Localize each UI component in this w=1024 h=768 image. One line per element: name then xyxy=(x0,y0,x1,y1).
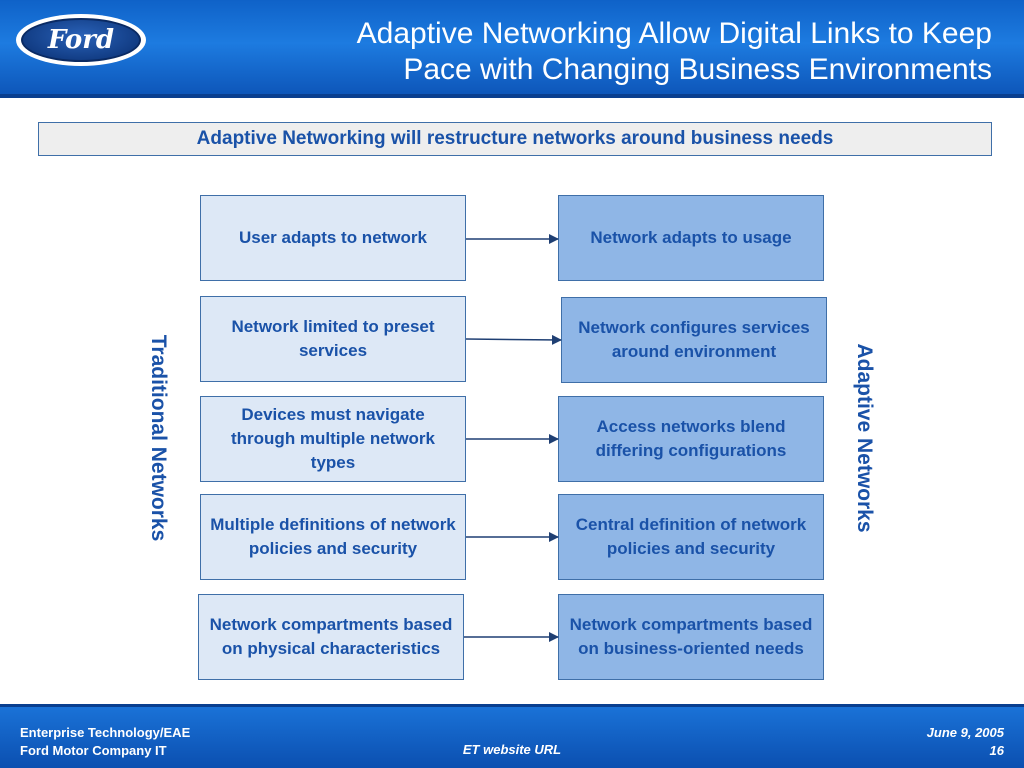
adaptive-box-2: Network configures services around envir… xyxy=(561,297,827,383)
traditional-box-2: Network limited to preset services xyxy=(200,296,466,382)
traditional-box-4: Multiple definitions of network policies… xyxy=(200,494,466,580)
footer-website-url[interactable]: ET website URL xyxy=(462,742,562,757)
subtitle-banner: Adaptive Networking will restructure net… xyxy=(38,122,992,156)
traditional-box-5: Network compartments based on physical c… xyxy=(198,594,464,680)
ford-logo: Ford xyxy=(16,14,146,66)
footer-org-line-2: Ford Motor Company IT xyxy=(20,743,167,758)
traditional-box-1: User adapts to network xyxy=(200,195,466,281)
footer-date: June 9, 2005 xyxy=(926,725,1004,740)
title-line-1: Adaptive Networking Allow Digital Links … xyxy=(356,17,992,50)
footer-date-page: June 9, 2005 16 xyxy=(927,724,1004,760)
slide-title: Adaptive Networking Allow Digital Links … xyxy=(232,16,992,88)
adaptive-box-3: Access networks blend differing configur… xyxy=(558,396,824,482)
footer-org: Enterprise Technology/EAE Ford Motor Com… xyxy=(20,724,190,760)
footer-org-line-1: Enterprise Technology/EAE xyxy=(20,725,191,740)
header-divider xyxy=(0,94,1024,98)
logo-text: Ford xyxy=(47,25,115,55)
adaptive-box-5: Network compartments based on business-o… xyxy=(558,594,824,680)
ford-logo-oval: Ford xyxy=(21,18,141,62)
footer-bar xyxy=(0,704,1024,768)
traditional-box-3: Devices must navigate through multiple n… xyxy=(200,396,466,482)
footer-divider xyxy=(0,704,1024,707)
arrow-2 xyxy=(465,334,562,345)
adaptive-box-1: Network adapts to usage xyxy=(558,195,824,281)
page-number: 16 xyxy=(989,743,1004,758)
adaptive-box-4: Central definition of network policies a… xyxy=(558,494,824,580)
title-line-2: Pace with Changing Business Environments xyxy=(403,53,992,86)
header-bar xyxy=(0,0,1024,96)
